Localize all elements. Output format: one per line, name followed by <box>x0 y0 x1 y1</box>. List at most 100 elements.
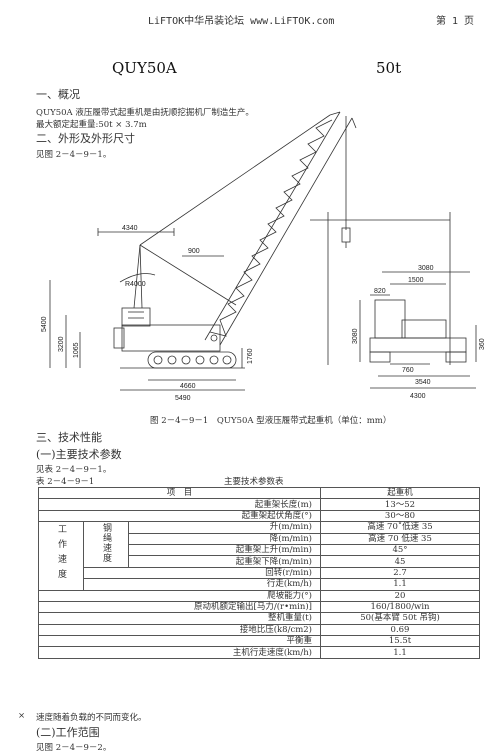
range-text: 见图 2－4－9－2。 <box>36 743 112 753</box>
row-value: 高速 70˚低速 35 <box>320 521 480 534</box>
dim-label-360: 360 <box>479 338 486 350</box>
row-value: 13～52 <box>320 498 480 511</box>
row-value: 2.7 <box>320 566 480 580</box>
row-value: 15.5t <box>320 635 480 648</box>
figure-caption: 图 2－4－9－1 QUY50A 型液压履带式起重机（单位：mm） <box>150 416 392 426</box>
hook-block <box>341 227 351 243</box>
section-dimensions-heading: 二、外形及外形尺寸 <box>36 132 135 145</box>
row-label: 整机重量(t) <box>38 612 321 625</box>
dim-label-3200: 3200 <box>58 336 65 352</box>
row-value: 1.1 <box>320 578 480 591</box>
row-label: 升(m/min) <box>128 521 321 534</box>
row-value: 45 <box>320 555 480 568</box>
table-row: 回转(r/min) 2.7 <box>39 566 480 580</box>
gantry-mast <box>133 244 141 309</box>
table-row: 行走(km/h) 1.1 <box>39 578 480 591</box>
table-row: 整机重量(t) 50(基本臂 50t 吊钩) <box>38 612 480 625</box>
table-header-item: 项 目 <box>38 486 321 500</box>
row-value: 160/1800/win <box>320 600 480 614</box>
dim-label-820: 820 <box>374 288 386 295</box>
dim-label-900: 900 <box>188 248 200 255</box>
table-row: 起重架下降(m/min) 45 <box>39 555 480 568</box>
table-row: 原动机额定输出[马力/(r•min)] 160/1800/win <box>38 600 480 614</box>
lattice-boom <box>204 111 353 346</box>
table-row: 起重架起伏角度(°) 30～80 <box>38 509 480 523</box>
crane-drawing: 4340 900 R4000 5400 3200 1065 1760 4660 … <box>41 111 486 402</box>
row-label: 降(m/min) <box>128 532 321 545</box>
overview-text-2: 最大额定起重量:50t × 3.7m <box>36 120 147 130</box>
row-label: 起重架长度(m) <box>38 498 321 511</box>
row-value: 高速 70 低速 35 <box>320 532 480 545</box>
dim-label-5400: 5400 <box>41 316 48 332</box>
row-label: 起重架起伏角度(°) <box>38 509 321 523</box>
table-row: 降(m/min) 高速 70 低速 35 <box>39 532 480 545</box>
machine-body <box>121 324 221 352</box>
dim-label-3540: 3540 <box>415 379 431 386</box>
table-row: 接地比压(k8/cm2) 0.69 <box>38 623 480 637</box>
table-row: 起重架长度(m) 13～52 <box>38 498 480 511</box>
section-overview-heading: 一、概况 <box>36 88 80 101</box>
dim-label-3080b: 3080 <box>352 328 359 344</box>
table-row: 平衡重 15.5t <box>38 635 480 648</box>
table-header-row: 项 目 起重机 <box>38 486 480 500</box>
spec-table: 项 目 起重机 起重架长度(m) 13～52 起重架起伏角度(°) 30～80 … <box>38 486 480 659</box>
dim-label-r4000: R4000 <box>125 281 146 288</box>
row-value: 20 <box>320 589 480 602</box>
table-row: 主机行走速度(km/h) 1.1 <box>38 646 480 659</box>
section-performance-heading: 三、技术性能 <box>36 431 102 444</box>
subsection-range-heading: (二)工作范围 <box>36 726 100 739</box>
dim-label-760: 760 <box>402 367 414 374</box>
table-header-value: 起重机 <box>320 486 480 500</box>
crawler-track <box>147 351 237 369</box>
side-view-cab <box>374 299 406 339</box>
overview-text-1: QUY50A 液压履带式起重机是由抚顺挖掘机厂制造生产。 <box>36 108 254 118</box>
side-view-track-left <box>369 351 391 363</box>
row-label: 回转(r/min) <box>83 566 321 580</box>
header-site: LiFTOK中华吊装论坛 www.LiFTOK.com <box>148 16 335 27</box>
header-page-number: 第 1 页 <box>436 16 475 27</box>
row-label: 原动机额定输出[马力/(r•min)] <box>38 600 321 614</box>
row-label: 爬坡能力(°) <box>38 589 321 602</box>
row-label: 行走(km/h) <box>83 578 321 591</box>
capacity-title: 50t <box>376 59 402 77</box>
row-value: 45° <box>320 543 480 557</box>
radius-arc <box>119 273 156 283</box>
row-label: 主机行走速度(km/h) <box>38 646 321 659</box>
dim-label-4300: 4300 <box>410 393 426 400</box>
footnote-text: 速度随着负载的不同而变化。 <box>36 713 147 723</box>
track-rollers <box>153 355 232 365</box>
table-row: 爬坡能力(°) 20 <box>38 589 480 602</box>
dim-label-1760: 1760 <box>247 348 254 364</box>
subsection-parameters-heading: (一)主要技术参数 <box>36 448 122 461</box>
dim-label-4340: 4340 <box>122 225 138 232</box>
group-rope-speed-label: 钢绳速度 <box>101 522 111 563</box>
row-label: 平衡重 <box>38 635 321 648</box>
row-value: 50(基本臂 50t 吊钩) <box>320 612 480 625</box>
table-row: 起重架上升(m/min) 45° <box>39 543 480 557</box>
footnote-star: × <box>18 711 26 721</box>
row-label: 起重架下降(m/min) <box>128 555 321 568</box>
parameters-text: 见表 2－4－9－1。 <box>36 465 112 475</box>
table-number: 表 2－4－9－1 <box>36 477 95 487</box>
counterweight <box>113 327 125 349</box>
side-view-track-right <box>445 351 467 363</box>
dim-label-5490: 5490 <box>175 395 191 402</box>
group-work-speed: 工作速度 <box>38 521 84 591</box>
operator-cab <box>121 307 151 327</box>
row-value: 1.1 <box>320 646 480 659</box>
dim-label-1500: 1500 <box>408 277 424 284</box>
dim-label-4660: 4660 <box>180 383 196 390</box>
table-title: 主要技术参数表 <box>224 477 284 487</box>
row-label: 接地比压(k8/cm2) <box>38 623 321 637</box>
row-value: 30～80 <box>320 509 480 523</box>
dim-label-1065: 1065 <box>73 342 80 358</box>
table-row: 工作速度 钢绳速度 升(m/min) 高速 70˚低速 35 <box>38 521 480 591</box>
side-view-body <box>369 337 467 353</box>
group-rope-speed: 钢绳速度 <box>83 521 129 568</box>
row-label: 起重架上升(m/min) <box>128 543 321 557</box>
group-work-speed-label: 工作速度 <box>56 524 66 585</box>
dimensions-text: 见图 2－4－9－1。 <box>36 150 112 160</box>
boom-pendant <box>139 114 331 246</box>
row-value: 0.69 <box>320 623 480 637</box>
model-title: QUY50A <box>112 59 177 77</box>
